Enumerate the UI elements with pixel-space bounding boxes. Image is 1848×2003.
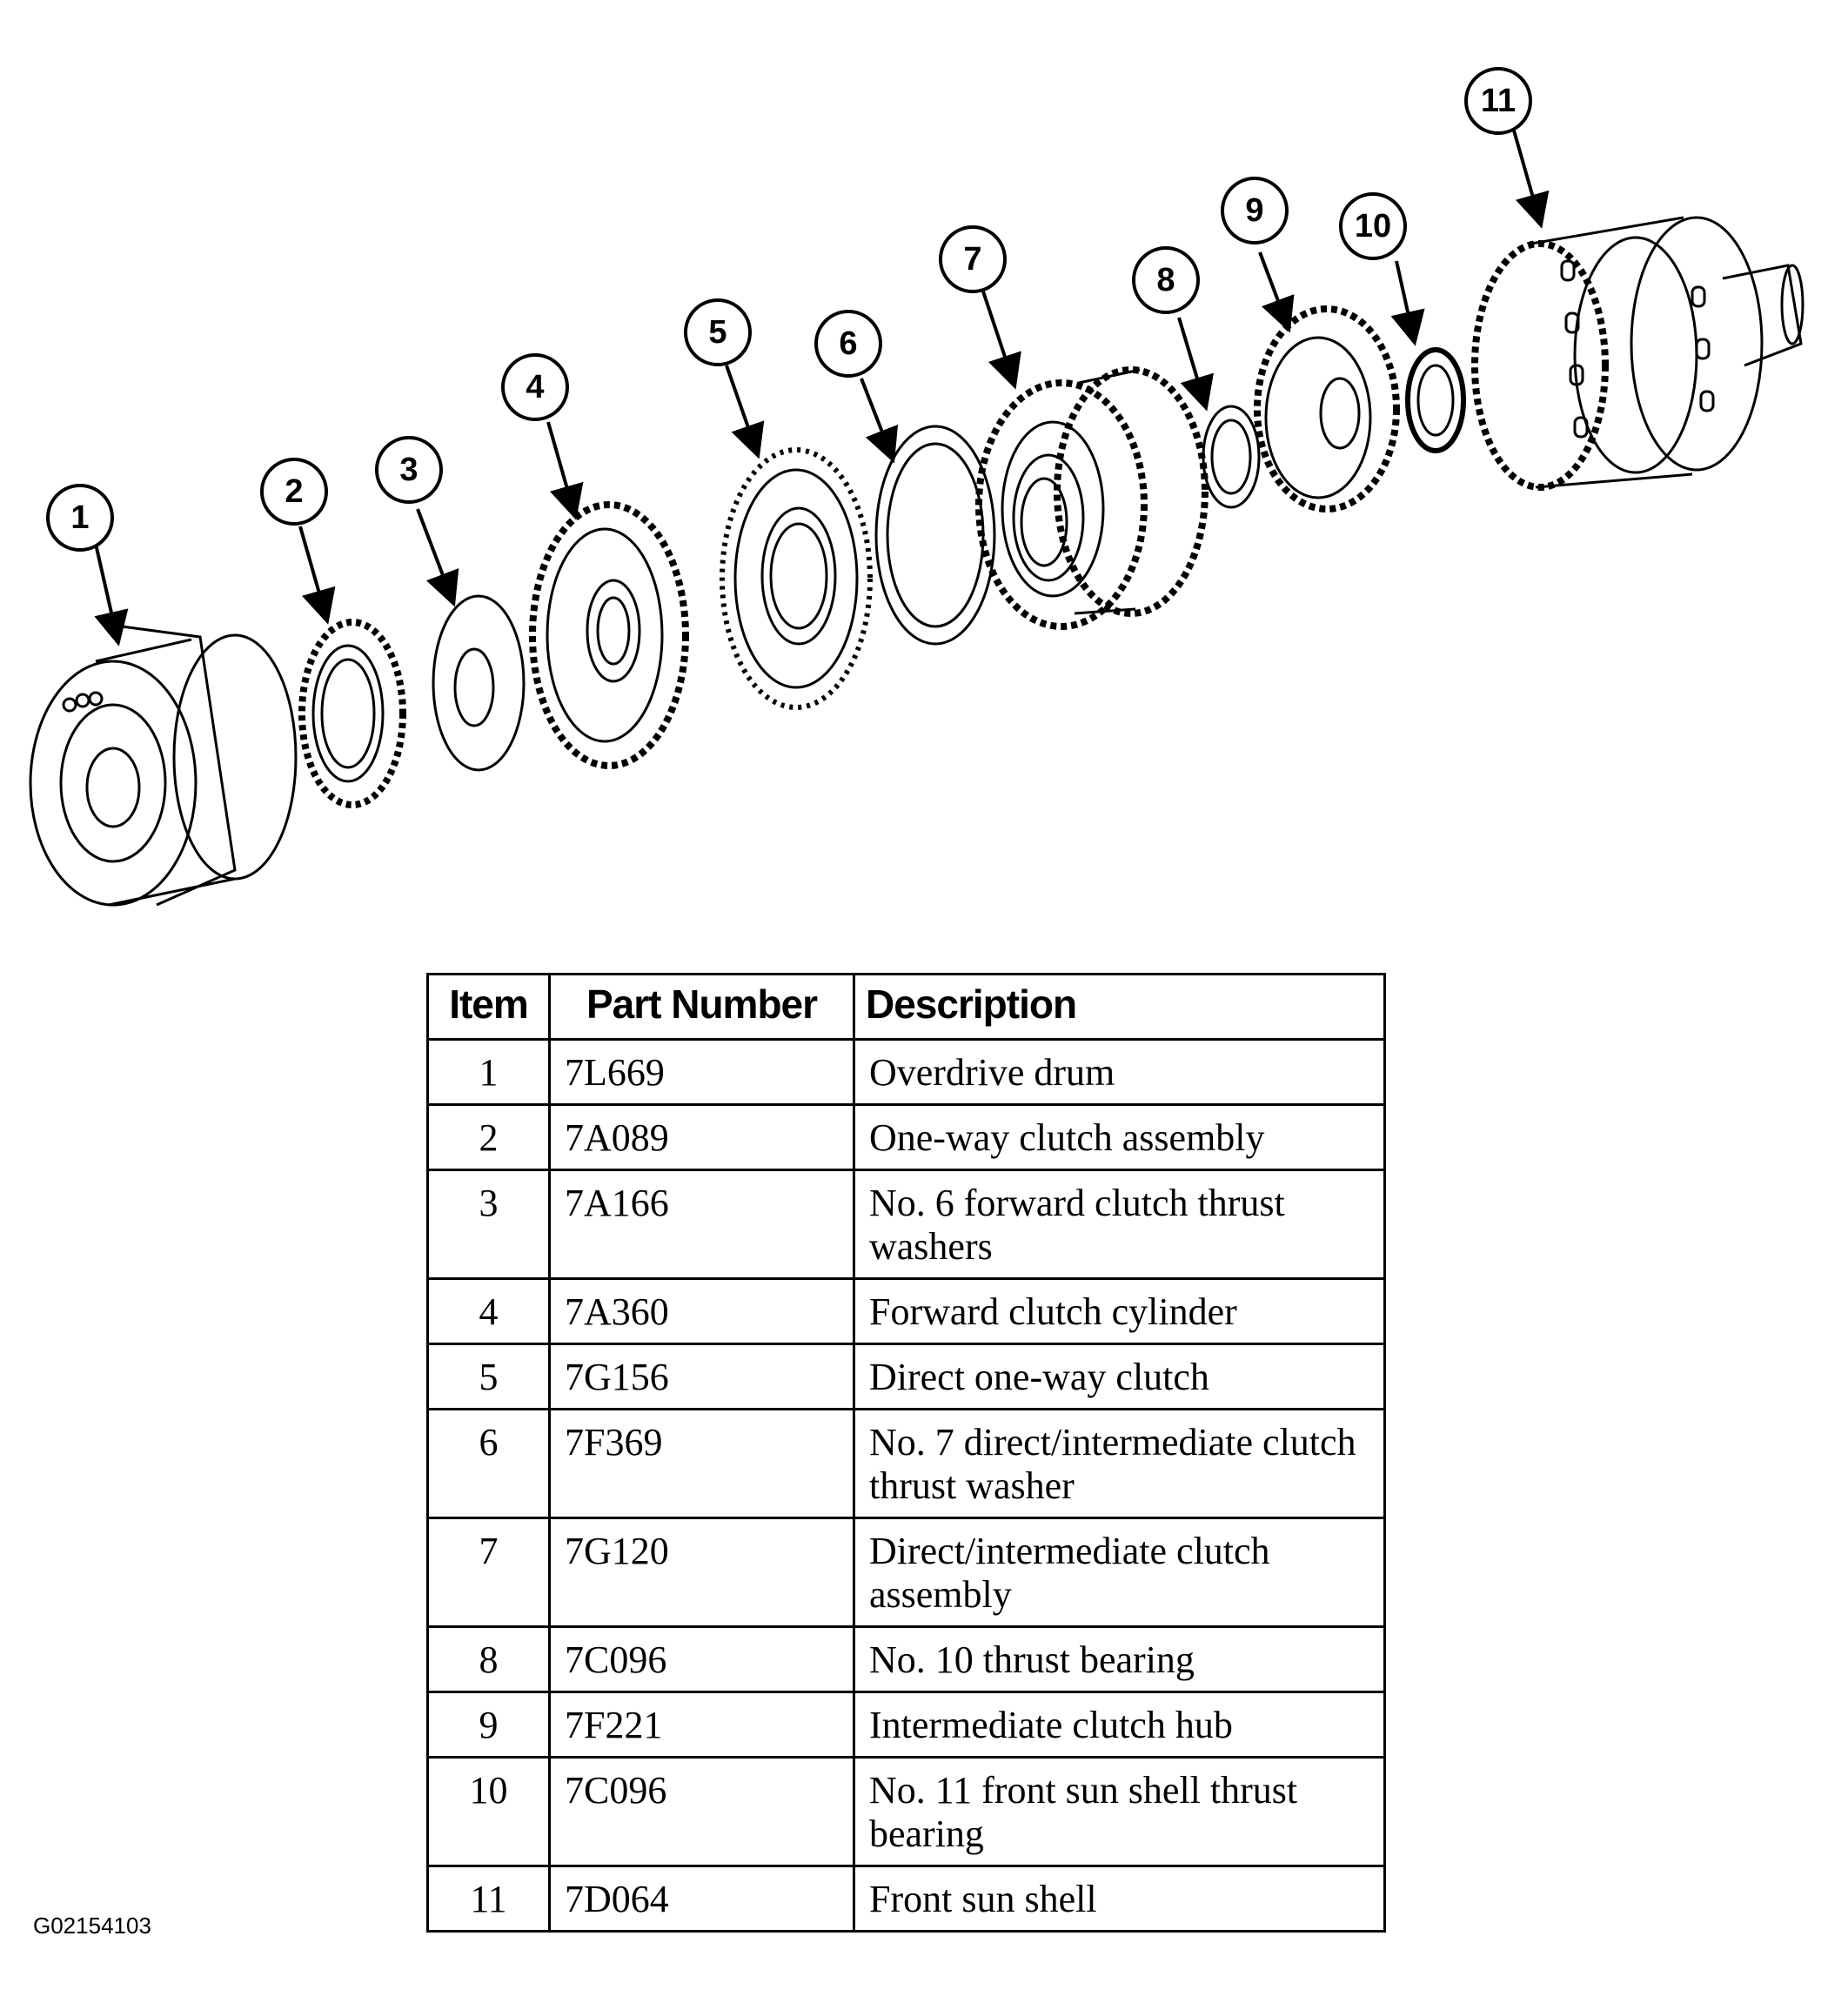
part-forward-clutch-cylinder — [529, 501, 689, 769]
cell-item: 2 — [426, 1103, 551, 1171]
cell-description: Intermediate clutch hub — [853, 1691, 1386, 1758]
part-direct-intermediate-clutch-assembly — [975, 366, 1209, 630]
callout-circle-2 — [260, 458, 328, 526]
cell-part-number: 7G156 — [548, 1343, 855, 1410]
cell-description: No. 11 front sun shell thrust bearing — [853, 1756, 1386, 1867]
cell-item: 3 — [426, 1169, 551, 1280]
callout-label-2: 2 — [285, 473, 303, 510]
cell-part-number: 7D064 — [548, 1865, 855, 1933]
cell-part-number: 7A166 — [548, 1169, 855, 1280]
callout-leader-2 — [298, 526, 336, 625]
callout-label-11: 11 — [1481, 83, 1516, 119]
callout-leader-5 — [725, 365, 765, 459]
callout-leader-8 — [1177, 317, 1214, 412]
callout-label-4: 4 — [526, 369, 544, 405]
callout-circle-9 — [1221, 177, 1289, 245]
part-one-way-clutch-assembly — [298, 619, 406, 808]
table-row: 9 7F221 Intermediate clutch hub — [426, 1691, 1386, 1758]
figure-id: G02154103 — [33, 1913, 151, 1939]
callout-label-6: 6 — [839, 325, 857, 362]
cell-description: No. 6 forward clutch thrust washers — [853, 1169, 1386, 1280]
cell-item: 8 — [426, 1625, 551, 1693]
callout-label-5: 5 — [708, 314, 726, 351]
cell-item: 5 — [426, 1343, 551, 1410]
callout-circle-4 — [501, 353, 569, 421]
callout-circle-8 — [1132, 246, 1200, 314]
cell-part-number: 7L669 — [548, 1038, 855, 1106]
part-overdrive-drum — [29, 625, 298, 907]
callout-circle-5 — [684, 298, 752, 366]
callout-leader-1 — [94, 543, 129, 646]
cell-part-number: 7C096 — [548, 1756, 855, 1867]
table-row: 11 7D064 Front sun shell — [426, 1865, 1386, 1933]
table-row: 10 7C096 No. 11 front sun shell thrust b… — [426, 1756, 1386, 1867]
cell-description: Direct/intermediate clutch assembly — [853, 1517, 1386, 1628]
table-row: 6 7F369 No. 7 direct/intermediate clutch… — [426, 1408, 1386, 1519]
cell-item: 11 — [426, 1865, 551, 1933]
callout-label-9: 9 — [1245, 192, 1263, 229]
table-row: 7 7G120 Direct/intermediate clutch assem… — [426, 1517, 1386, 1628]
cell-description: One-way clutch assembly — [853, 1103, 1386, 1171]
header-description: Description — [853, 973, 1386, 1041]
cell-item: 4 — [426, 1277, 551, 1345]
cell-description: No. 10 thrust bearing — [853, 1625, 1386, 1693]
callout-circle-7 — [939, 225, 1007, 293]
table-row: 1 7L669 Overdrive drum — [426, 1038, 1386, 1106]
cell-description: Forward clutch cylinder — [853, 1277, 1386, 1345]
cell-item: 7 — [426, 1517, 551, 1628]
cell-part-number: 7C096 — [548, 1625, 855, 1693]
callout-label-3: 3 — [399, 452, 418, 488]
table-header-row: Item Part Number Description — [426, 973, 1386, 1041]
cell-part-number: 7F369 — [548, 1408, 855, 1519]
table-row: 3 7A166 No. 6 forward clutch thrust wash… — [426, 1169, 1386, 1280]
callout-leader-10 — [1390, 260, 1425, 346]
parts-table: Item Part Number Description 1 7L669 Ove… — [426, 973, 1386, 1933]
cell-item: 6 — [426, 1408, 551, 1519]
callout-circle-3 — [375, 436, 443, 504]
cell-item: 1 — [426, 1038, 551, 1106]
table-row: 2 7A089 One-way clutch assembly — [426, 1103, 1386, 1171]
callout-leader-4 — [546, 421, 584, 520]
callout-leader-3 — [416, 508, 459, 607]
table-row: 8 7C096 No. 10 thrust bearing — [426, 1625, 1386, 1693]
callout-circle-6 — [814, 310, 882, 378]
callout-leader-7 — [981, 291, 1021, 390]
callout-circle-1 — [46, 484, 114, 552]
callout-leader-11 — [1512, 130, 1550, 229]
cell-description: Front sun shell — [853, 1865, 1386, 1933]
cell-item: 10 — [426, 1756, 551, 1867]
part-intermediate-clutch-hub — [1254, 305, 1400, 512]
cell-description: Direct one-way clutch — [853, 1343, 1386, 1410]
part-thrust-washer-no6 — [432, 594, 526, 772]
callout-label-1: 1 — [70, 499, 89, 536]
cell-part-number: 7G120 — [548, 1517, 855, 1628]
callout-leader-9 — [1258, 251, 1295, 333]
cell-description: No. 7 direct/intermediate clutch thrust … — [853, 1408, 1386, 1519]
header-item: Item — [426, 973, 551, 1041]
part-thrust-bearing-no11 — [1405, 347, 1466, 453]
part-thrust-bearing-no10 — [1202, 405, 1261, 509]
cell-description: Overdrive drum — [853, 1038, 1386, 1106]
cell-item: 9 — [426, 1691, 551, 1758]
cell-part-number: 7F221 — [548, 1691, 855, 1758]
table-row: 5 7G156 Direct one-way clutch — [426, 1343, 1386, 1410]
table-row: 4 7A360 Forward clutch cylinder — [426, 1277, 1386, 1345]
callout-circle-10 — [1339, 192, 1407, 260]
cell-part-number: 7A089 — [548, 1103, 855, 1171]
callout-label-10: 10 — [1355, 208, 1391, 245]
cell-part-number: 7A360 — [548, 1277, 855, 1345]
callout-circle-11 — [1464, 67, 1532, 135]
header-part-number: Part Number — [548, 973, 855, 1041]
part-direct-one-way-clutch — [720, 447, 873, 710]
exploded-parts-diagram: 1 2 3 4 5 6 7 8 9 10 11 — [29, 67, 1804, 907]
callout-label-8: 8 — [1156, 262, 1175, 298]
part-thrust-washer-no7 — [874, 425, 996, 646]
callout-leader-6 — [860, 378, 899, 464]
callout-label-7: 7 — [963, 241, 981, 278]
part-front-sun-shell — [1471, 216, 1804, 491]
